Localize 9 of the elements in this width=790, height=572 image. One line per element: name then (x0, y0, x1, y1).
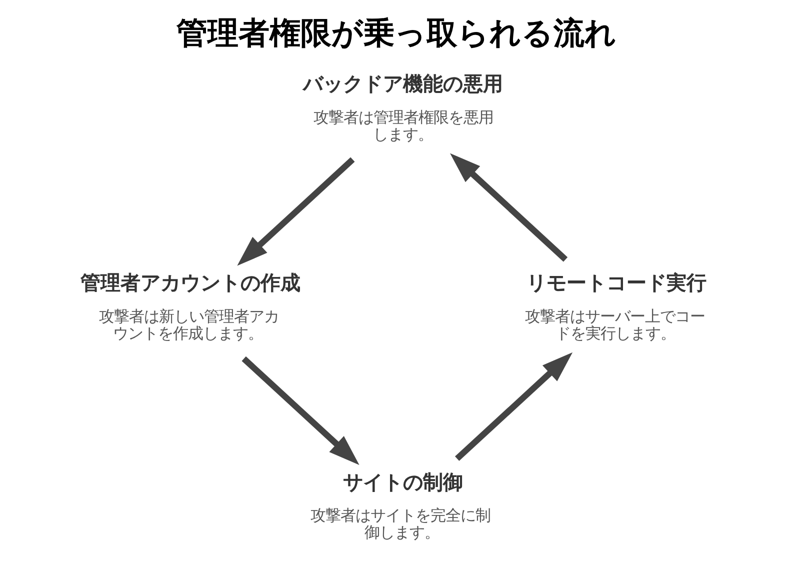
node-text: 管理者アカウントの作成 攻撃者は新しい管理者アカウントを作成します。 (80, 270, 300, 342)
node-text: サイトの制御 攻撃者はサイトを完全に制御します。 (310, 470, 490, 542)
arrow (236, 157, 354, 266)
diagram-title: 管理者権限が乗っ取られる流れ (176, 16, 616, 52)
node-text: バックドア機能の悪用 攻撃者は管理者権限を悪用します。 (302, 72, 502, 144)
arrow (454, 352, 572, 461)
arrow (241, 356, 359, 465)
arrow (450, 153, 568, 262)
node-text: リモートコード実行 攻撃者はサーバー上でコードを実行します。 (524, 270, 706, 342)
